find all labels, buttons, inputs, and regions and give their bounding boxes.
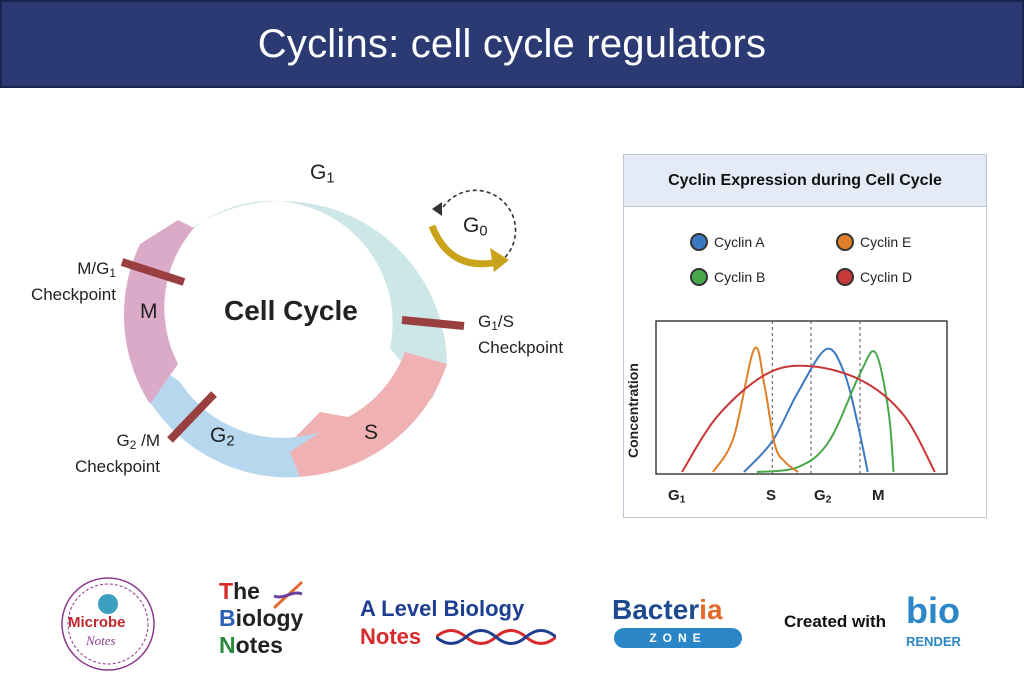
phase-g1-label: G1 [310,161,335,187]
legend-swatch [690,268,708,286]
page-title: Cyclins: cell cycle regulators [257,21,767,66]
bacteria-zone-logo: Bacteria [612,594,723,625]
legend-item: Cyclin E [836,233,911,251]
legend-swatch [836,268,854,286]
series-line-cyclin-d [681,364,936,473]
x-tick-label: S [766,487,777,504]
checkpoint-g2m-label: G2 /M Checkpoint [74,431,160,476]
x-tick-label: M [872,487,885,504]
legend-item: Cyclin A [690,233,765,251]
legend-swatch [690,233,708,251]
phase-s-label: S [364,421,379,444]
series-line-cyclin-e [712,346,799,473]
legend-label: Cyclin B [714,269,766,285]
checkpoint-g1s-label: G1/S Checkpoint [478,312,564,357]
phase-m-label: M [140,300,158,323]
x-tick-label: G1 [668,487,686,506]
series-line-cyclin-a [743,347,869,473]
biorender-logo: bio [906,590,960,631]
g0-curved-arrowhead [490,248,509,272]
title-banner: Cyclins: cell cycle regulators [0,0,1024,88]
phase-g2-label: G2 [210,424,235,450]
x-tick-label: G2 [814,487,832,506]
biorender-render-text: RENDER [906,634,961,649]
g0-dashed-arrow [439,189,517,263]
cyclin-chart-panel: Cyclin Expression during Cell Cycle [623,154,987,518]
g0-curved-arrow [428,224,499,268]
microbe-notes-logo-emblem [61,577,155,671]
legend-label: Cyclin E [860,234,912,250]
created-with-text: Created with [784,612,887,631]
phase-g0-label: G0 [463,214,488,240]
cell-cycle-diagram [120,189,517,478]
checkpoint-mg1-label: M/G1 Checkpoint [30,259,116,304]
g1-segment [171,200,447,400]
cell-cycle-label: Cell Cycle [224,295,358,326]
checkpoint-mg1-bar [120,258,186,286]
the-biology-notes-logo: The Biology Notes [219,578,304,658]
chart-title: Cyclin Expression during Cell Cycle [624,155,986,207]
dna-helix-icon [436,629,556,645]
legend-swatch [836,233,854,251]
bacteria-zone-badge: ZONE [614,628,742,648]
legend-item: Cyclin B [690,268,765,286]
g0-dashed-arrowhead [432,202,442,216]
a-level-biology-logo: A Level Biology [360,596,525,621]
legend-label: Cyclin A [714,234,765,250]
checkpoint-g1s-bar [401,316,465,330]
series-line-cyclin-b [756,350,895,473]
y-axis-label: Concentration [625,363,641,458]
g2-segment [150,362,320,478]
plot-frame [655,320,948,475]
microbe-notes-logo: Microbe [68,614,126,631]
microbe-globe-icon [98,594,118,614]
dna-icon [272,580,304,610]
legend-label: Cyclin D [860,269,913,285]
microbe-notes-sub: Notes [86,633,116,648]
checkpoint-g2m-bar [167,391,217,443]
a-level-notes-text: Notes [360,624,422,649]
s-segment [266,352,447,478]
legend-item: Cyclin D [836,268,912,286]
